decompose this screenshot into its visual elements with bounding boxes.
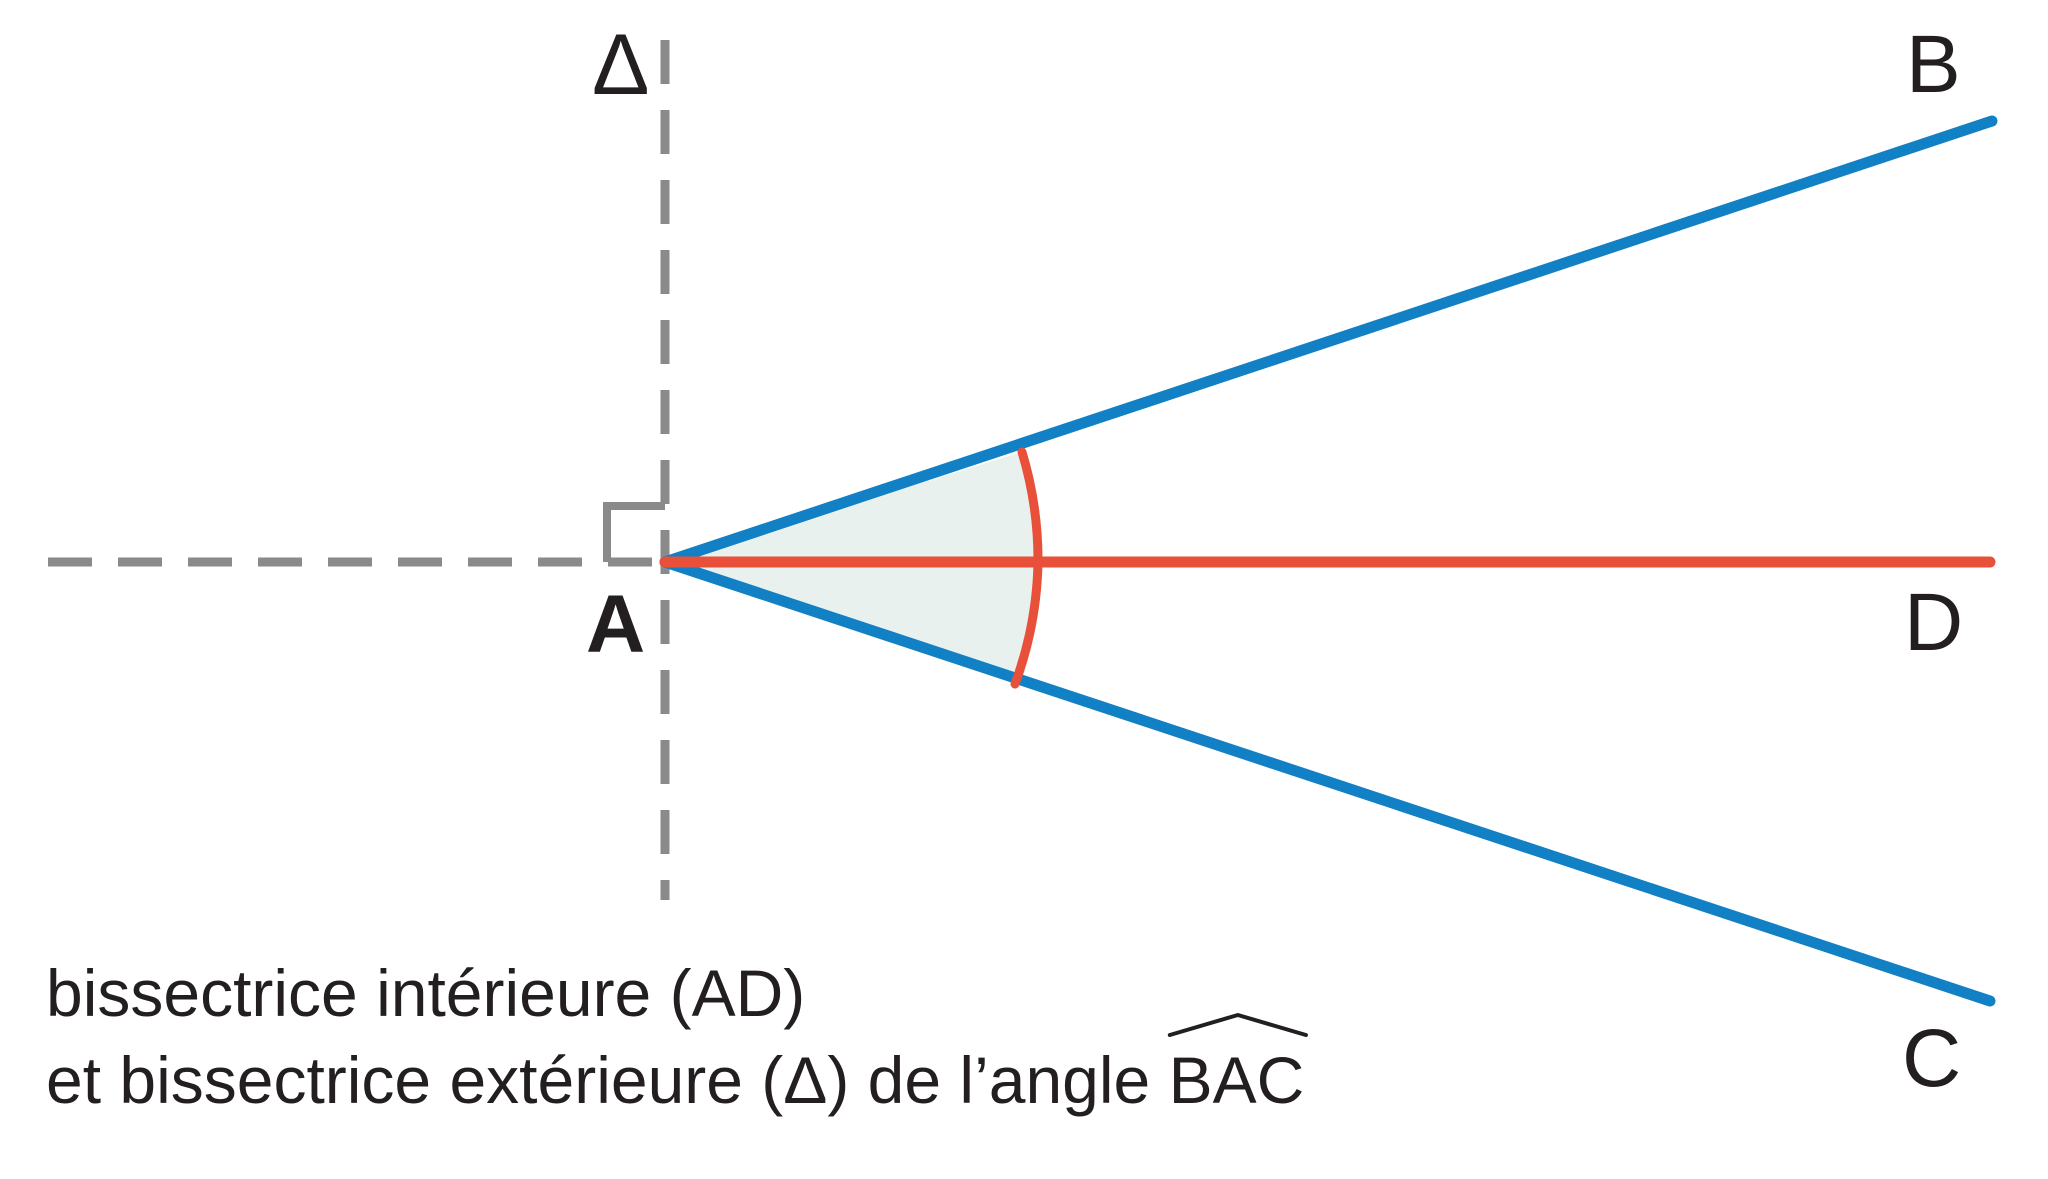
ray-AB — [659, 115, 1998, 568]
caption-line-1: bissectrice intérieure (AD) — [46, 956, 806, 1030]
ray-AC — [659, 556, 1996, 1007]
point-label-delta: Δ — [592, 17, 650, 113]
angle-arc-BAD — [1017, 447, 1043, 567]
angle-bac-notation: BAC — [1169, 1037, 1305, 1124]
point-label-C: C — [1902, 1013, 1962, 1104]
caption-line-2: et bissectrice extérieure (Δ) de l’angle… — [46, 1037, 1304, 1124]
angle-bac-letters: BAC — [1168, 1043, 1305, 1118]
caption-line-2-text: et bissectrice extérieure (Δ) de l’angle — [46, 1043, 1169, 1118]
right-angle-marker — [603, 502, 665, 562]
point-label-D: D — [1904, 577, 1964, 668]
figure-caption: bissectrice intérieure (AD) et bissectri… — [46, 950, 1304, 1124]
angle-arc-DAC — [1010, 557, 1043, 689]
point-label-B: B — [1906, 19, 1961, 110]
point-label-A: A — [586, 579, 646, 670]
